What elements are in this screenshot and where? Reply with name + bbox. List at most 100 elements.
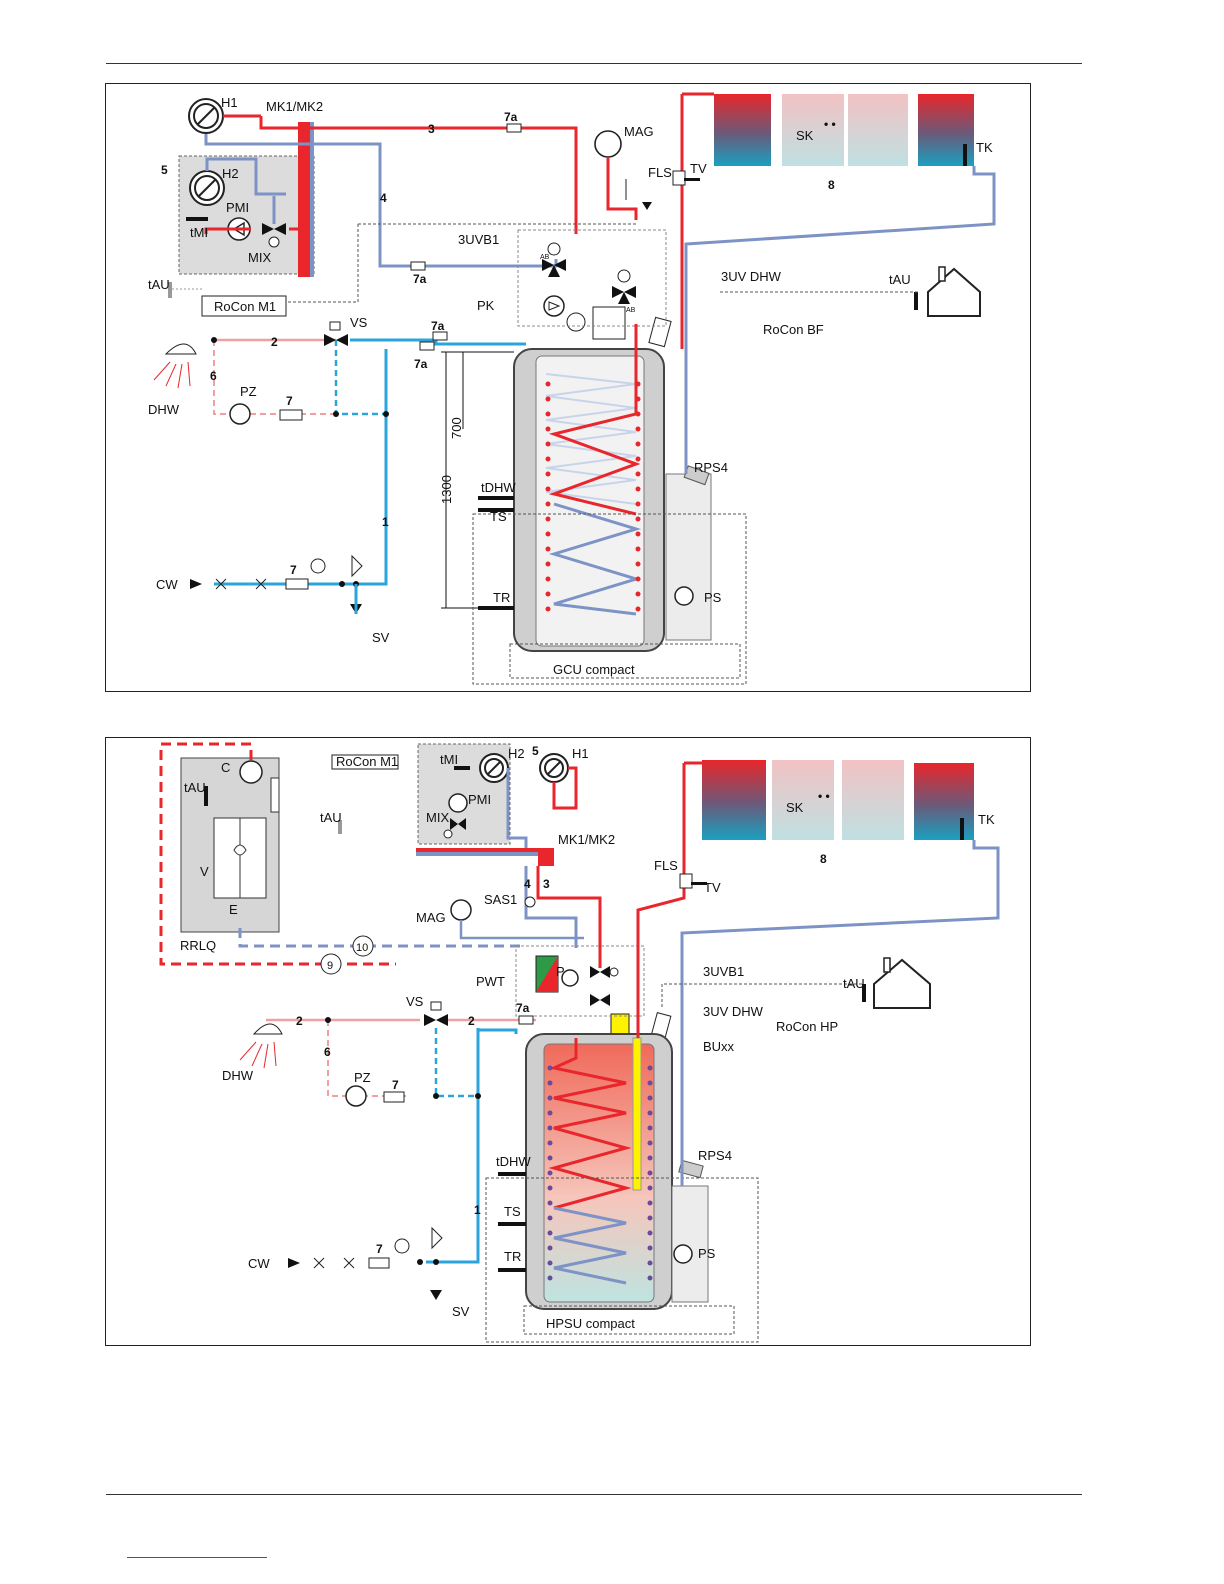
label-rps4: RPS4 <box>698 1148 732 1163</box>
label-mag: MAG <box>416 910 446 925</box>
solar-module-rps4 <box>665 473 712 641</box>
solar-collector-2 <box>782 94 844 166</box>
sensor-tv <box>684 178 700 181</box>
label-3uvb1: 3UVB1 <box>703 964 744 979</box>
label-mix: MIX <box>426 810 449 825</box>
sensor-tau-left-icon <box>168 282 172 298</box>
label-5: 5 <box>161 163 168 177</box>
header-bar-mk <box>298 122 310 277</box>
valve-3uvdhw-icon <box>612 269 636 304</box>
label-h1: H1 <box>221 95 238 110</box>
mixing-valve-mix-icon <box>443 818 466 839</box>
label-1: 1 <box>474 1203 481 1217</box>
label-e: E <box>229 902 238 917</box>
label-2a: 2 <box>296 1014 303 1028</box>
label-pk: PK <box>477 298 495 313</box>
label-dhw: DHW <box>222 1068 254 1083</box>
coil-dots-right <box>647 1065 653 1281</box>
sensor-tau-rrlq <box>204 786 208 806</box>
label-dhw: DHW <box>148 402 180 417</box>
heating-coil-return <box>548 502 642 616</box>
label-2: 2 <box>271 335 278 349</box>
footer-link[interactable] <box>127 1557 267 1558</box>
label-c: C <box>221 760 230 775</box>
label-8: 8 <box>820 852 827 866</box>
label-fls: FLS <box>648 165 672 180</box>
label-tk: TK <box>978 812 995 827</box>
label-3: 3 <box>428 122 435 136</box>
rocon-bf-controller[interactable] <box>648 316 672 348</box>
refrigerant-line-10 <box>238 928 526 948</box>
label-sk: SK <box>796 128 814 143</box>
check-valve-7a-top <box>506 123 522 133</box>
label-sv: SV <box>452 1304 470 1319</box>
pressure-gauge-icon <box>310 558 326 574</box>
label-mix: MIX <box>248 250 271 265</box>
diagram-gcu-compact: H1 MK1/MK2 5 H2 PMI tMI MIX tAU RoCon M1… <box>105 83 1031 692</box>
label-1300: 1300 <box>439 475 454 504</box>
label-tau-left: tAU <box>148 277 170 292</box>
heating-coil-return <box>553 1206 627 1285</box>
label-7-cw: 7 <box>376 1242 383 1256</box>
label-rocon-m1: RoCon M1 <box>214 299 276 314</box>
label-mk1-mk2: MK1/MK2 <box>266 99 323 114</box>
label-6: 6 <box>210 369 217 383</box>
label-ps: PS <box>698 1246 716 1261</box>
label-tdhw: tDHW <box>481 480 516 495</box>
label-ps: PS <box>704 590 722 605</box>
pump-pz-icon <box>345 1085 367 1107</box>
label-tr: TR <box>504 1249 521 1264</box>
label-sk: SK <box>786 800 804 815</box>
label-rocon-hp: RoCon HP <box>776 1019 838 1034</box>
sensor-tv <box>691 882 707 885</box>
label-5: 5 <box>532 744 539 758</box>
label-7a-mid: 7a <box>413 272 427 286</box>
header-bar-mk <box>416 848 554 852</box>
cw-inlet-icon <box>190 579 202 589</box>
cw-inlet-icon <box>288 1258 300 1268</box>
label-cw: CW <box>248 1256 270 1271</box>
valve-3uvb1-icon <box>590 966 619 978</box>
sensor-tmi <box>454 766 470 770</box>
h1-heating-circuit-icon <box>539 753 569 783</box>
label-tau-right: tAU <box>889 272 911 287</box>
label-tdhw: tDHW <box>496 1154 531 1169</box>
coil-dots-left <box>545 381 551 612</box>
label-pz: PZ <box>354 1070 371 1085</box>
check-valve-7a <box>518 1015 534 1025</box>
label-7-cw: 7 <box>290 563 297 577</box>
shutoff-valves <box>313 1257 355 1269</box>
label-cw: CW <box>156 577 178 592</box>
pump-ps-icon <box>674 586 694 606</box>
heating-coil-hot <box>548 1038 632 1210</box>
label-rps4: RPS4 <box>694 460 728 475</box>
label-pwt: PWT <box>476 974 505 989</box>
solar-module-rps4 <box>671 1185 709 1303</box>
label-7-circ: 7 <box>286 394 293 408</box>
valve-3uvb1-icon <box>542 242 566 277</box>
circle-10 <box>352 935 374 957</box>
safety-valve-sv-icon <box>430 1290 442 1300</box>
label-h2: H2 <box>508 746 525 761</box>
label-7a-top: 7a <box>504 110 518 124</box>
sensor-tmi-icon <box>186 217 208 221</box>
label-p: P <box>556 964 565 979</box>
pressure-gauge-icon <box>394 1238 410 1254</box>
rocon-m1-box[interactable] <box>331 754 399 770</box>
label-v: V <box>200 864 209 879</box>
valve-vertical-icon <box>431 1226 443 1250</box>
label-6: 6 <box>324 1045 331 1059</box>
house-icon <box>873 957 931 1009</box>
sensor-tdhw <box>478 496 514 500</box>
label-fls: FLS <box>654 858 678 873</box>
label-pz: PZ <box>240 384 257 399</box>
solar-collector-1 <box>714 94 771 166</box>
compressor-c-icon <box>239 760 263 784</box>
solar-collector-3 <box>842 760 904 840</box>
label-pmi: PMI <box>468 792 491 807</box>
label-hpsu-compact: HPSU compact <box>546 1316 635 1331</box>
label-mag: MAG <box>624 124 654 139</box>
rocon-m1-box[interactable] <box>201 295 287 317</box>
solar-collector-4 <box>914 763 974 840</box>
sensor-tau-right <box>862 984 866 1002</box>
